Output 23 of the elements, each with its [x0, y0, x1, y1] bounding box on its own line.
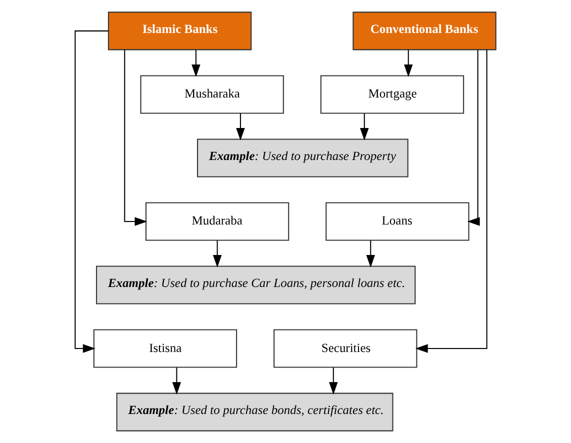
arrow — [172, 368, 182, 395]
node-box: Loans — [326, 202, 470, 241]
arrow — [366, 240, 375, 268]
node-box: Conventional Banks — [352, 12, 496, 50]
node-box: Securities — [274, 329, 418, 368]
arrow — [415, 50, 488, 353]
arrow — [74, 30, 108, 353]
arrow — [192, 50, 200, 77]
node-box: Mudaraba — [145, 202, 290, 241]
node-box: Example: Used to purchase Property — [197, 138, 408, 178]
arrow — [329, 368, 338, 395]
node-box: Example: Used to purchase bonds, certificates etc. — [116, 392, 394, 432]
node-box: Musharaka — [140, 75, 284, 114]
arrow — [404, 50, 413, 77]
arrow — [360, 114, 369, 141]
arrow — [467, 50, 480, 226]
node-box: Mortgage — [320, 75, 464, 114]
arrow — [212, 240, 222, 268]
node-box: Example: Used to purchase Car Loans, personal loans etc. — [96, 266, 416, 304]
node-box: Islamic Banks — [108, 12, 252, 50]
arrow — [236, 114, 245, 141]
arrow — [124, 50, 148, 226]
node-box: Istisna — [93, 329, 238, 368]
